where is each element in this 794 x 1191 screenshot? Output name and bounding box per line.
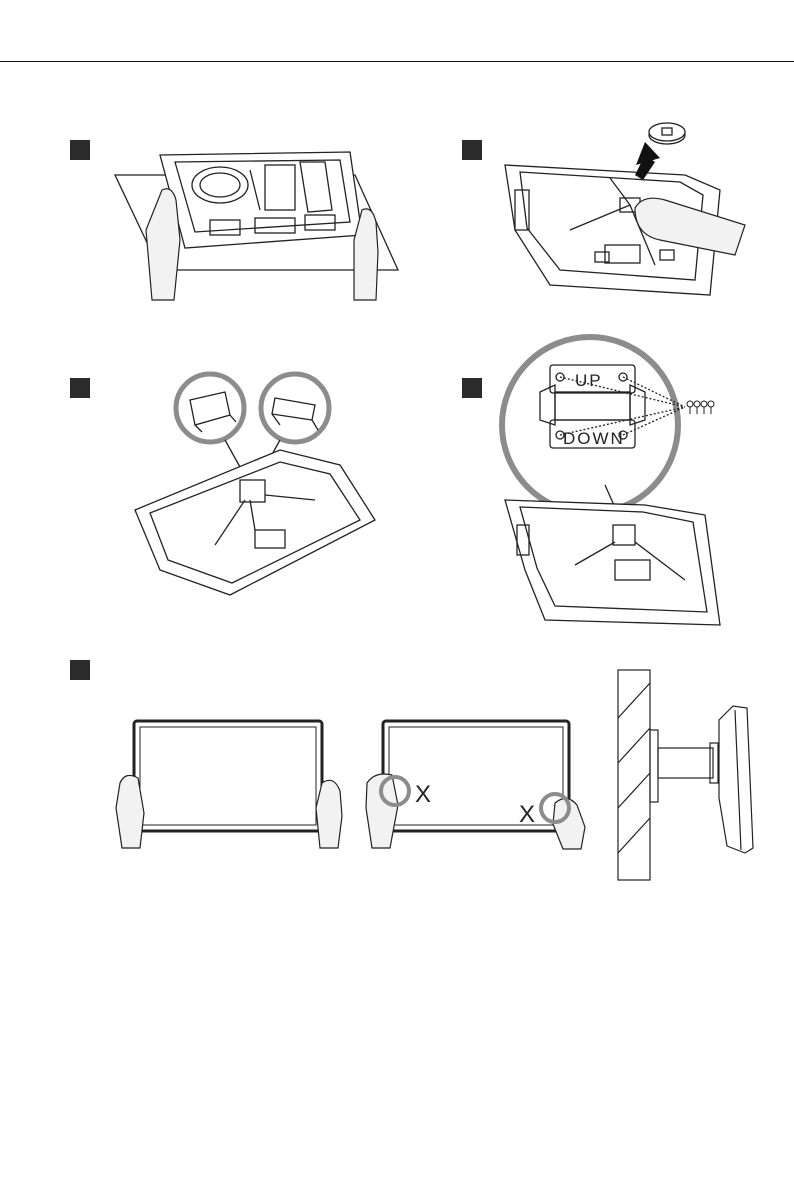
step-5-wall-mount (615, 668, 755, 883)
hand-icon (116, 775, 342, 848)
bracket-label-up: UP (575, 371, 603, 390)
step-4-illustration: UP DOWN (495, 330, 735, 635)
bracket-label-down: DOWN (563, 429, 625, 448)
cap-icon (649, 123, 685, 144)
hand-icon (366, 774, 585, 849)
step-2-illustration (495, 120, 755, 310)
wall-hatch-icon (618, 670, 650, 880)
step-1-marker (70, 140, 90, 160)
magnifier-icon (502, 337, 678, 513)
step-3-marker (70, 378, 90, 398)
screw-icon (687, 401, 714, 414)
step-1-illustration (100, 140, 410, 310)
step-4-marker (462, 378, 482, 398)
step-2-marker (462, 140, 482, 160)
step-5-correct-handling (110, 718, 350, 848)
magnifier-icon (176, 374, 244, 442)
step-3-illustration (130, 370, 380, 605)
header-rule (0, 61, 794, 62)
wrong-mark-left: X (415, 781, 431, 808)
step-5-marker (70, 660, 90, 680)
magnifier-icon (261, 374, 329, 442)
wrong-mark-right: X (519, 801, 535, 828)
step-5-incorrect-handling: X X (355, 718, 595, 848)
